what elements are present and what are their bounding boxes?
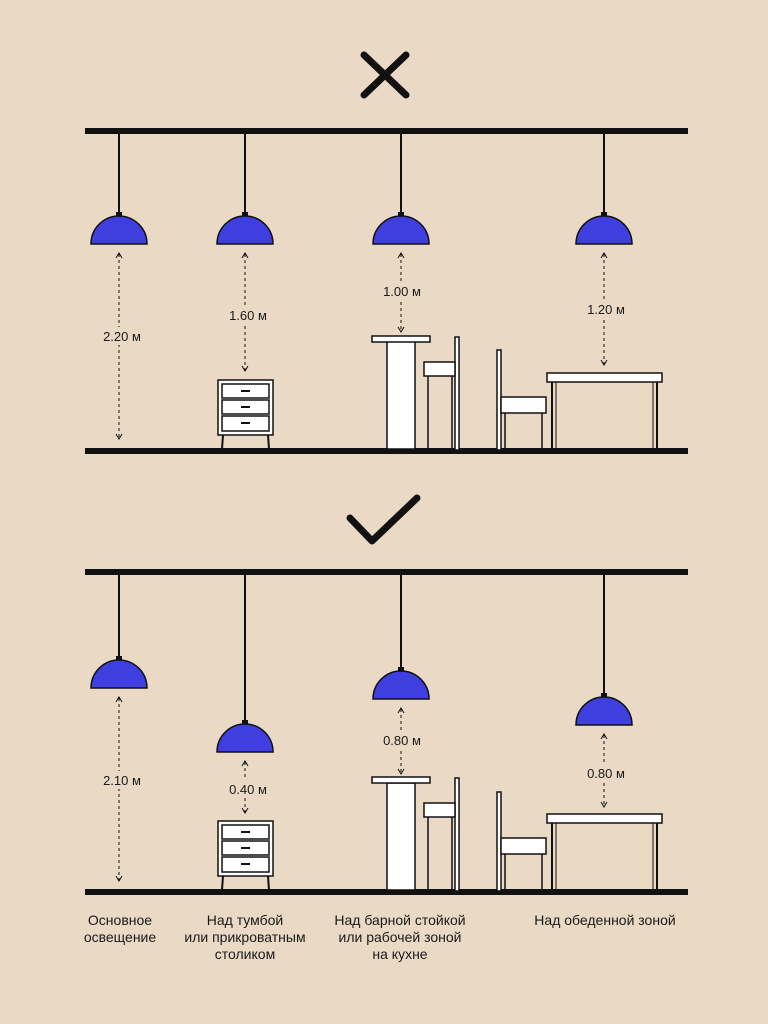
dining-chair	[496, 349, 547, 451]
dining-table	[546, 813, 663, 890]
caption-nightstand: Над тумбой или прикроватным столиком	[184, 912, 306, 962]
bar-counter	[371, 335, 431, 450]
pendant-lamp	[90, 131, 148, 245]
dining-chair	[496, 791, 547, 892]
pendant-lamp	[372, 131, 430, 245]
bar-counter	[371, 776, 431, 891]
distance-label: 0.40 м	[229, 782, 267, 797]
distance-label: 2.10 м	[103, 773, 141, 788]
pendant-lamp	[575, 131, 633, 245]
caption-main-lighting: Основное освещение	[83, 912, 157, 945]
pendant-lamp	[216, 131, 274, 245]
pendant-lamp	[575, 572, 633, 726]
bar-stool	[423, 777, 460, 892]
wrong-icon-group	[360, 51, 410, 99]
correct-panel: 2.10 м 0.40 м 0.80 м 0.80 м	[85, 569, 688, 895]
dining-table	[546, 372, 663, 449]
nightstand	[217, 379, 274, 450]
distance-label: 1.20 м	[587, 302, 625, 317]
pendant-lamp	[372, 572, 430, 700]
nightstand	[217, 820, 274, 891]
dimension-arrow	[600, 733, 608, 808]
distance-label: 0.80 м	[587, 766, 625, 781]
dimension-arrow	[115, 252, 123, 440]
caption-bar-counter: Над барной стойкой или рабочей зоной на …	[334, 912, 466, 962]
wrong-panel: 2.20 м 1.60 м 1.00 м 1.20 м	[85, 128, 688, 454]
distance-label: 1.00 м	[383, 284, 421, 299]
bar-stool	[423, 336, 460, 451]
cross-icon	[360, 51, 410, 99]
correct-icon-group	[346, 494, 421, 545]
checkmark-icon	[346, 494, 421, 545]
pendant-lamp	[216, 572, 274, 753]
dimension-arrow	[241, 252, 249, 372]
distance-label: 2.20 м	[103, 329, 141, 344]
distance-label: 0.80 м	[383, 733, 421, 748]
distance-label: 1.60 м	[229, 308, 267, 323]
pendant-lamp	[90, 572, 148, 689]
caption-dining-area: Над обеденной зоной	[534, 912, 676, 928]
